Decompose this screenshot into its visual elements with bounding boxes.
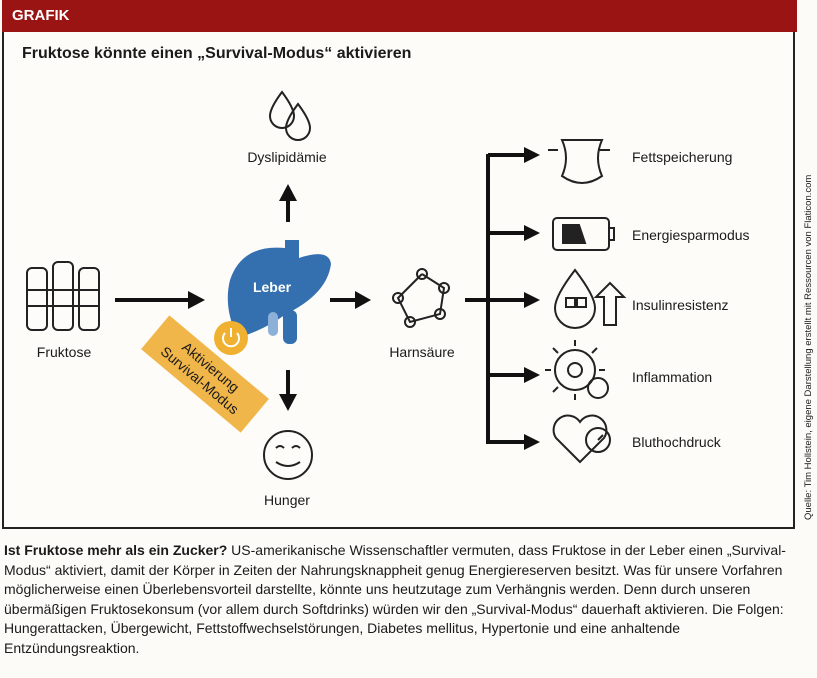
graphic-frame: [2, 0, 795, 529]
diagram-graphics: [26, 90, 627, 480]
outcome-energy-saving: Energiesparmodus: [632, 227, 750, 243]
outcome-fat-storage: Fettspeicherung: [632, 149, 733, 165]
branch-connector: [465, 147, 540, 450]
outcome-hypertension: Bluthochdruck: [632, 434, 721, 450]
hungry-face-icon: [263, 430, 313, 480]
drops-icon: [268, 90, 312, 141]
uric-acid-label: Harnsäure: [389, 344, 455, 360]
bottles-icon: [26, 261, 100, 331]
graphic-header: GRAFIK: [2, 0, 797, 32]
outcome-inflammation: Inflammation: [632, 369, 713, 385]
low-battery-icon: [552, 217, 615, 251]
fructose-label: Fruktose: [36, 344, 92, 360]
waist-icon: [548, 139, 610, 184]
molecule-icon: [392, 268, 450, 328]
power-icon: [214, 321, 248, 355]
outcome-insulin-resistance: Insulinresistenz: [632, 297, 729, 313]
hunger-label: Hunger: [264, 492, 310, 508]
source-credit: Quelle: Tim Hollstein, eigene Darstellun…: [803, 174, 814, 520]
graphic-title: Fruktose könnte einen „Survival-Modus“ a…: [22, 45, 412, 62]
inflammation-cell-icon: [545, 340, 609, 400]
caption-body: US-amerikanische Wissenschaftler vermute…: [4, 542, 786, 656]
insulin-resistance-icon: [553, 268, 627, 329]
liver-label: Leber: [252, 279, 292, 295]
dyslipidemia-label: Dyslipidämie: [247, 149, 327, 165]
blood-pressure-heart-icon: [552, 414, 611, 464]
caption: Ist Fruktose mehr als ein Zucker? US-ame…: [4, 541, 809, 659]
caption-lead: Ist Fruktose mehr als ein Zucker?: [4, 542, 228, 558]
liver-icon: [227, 240, 331, 344]
